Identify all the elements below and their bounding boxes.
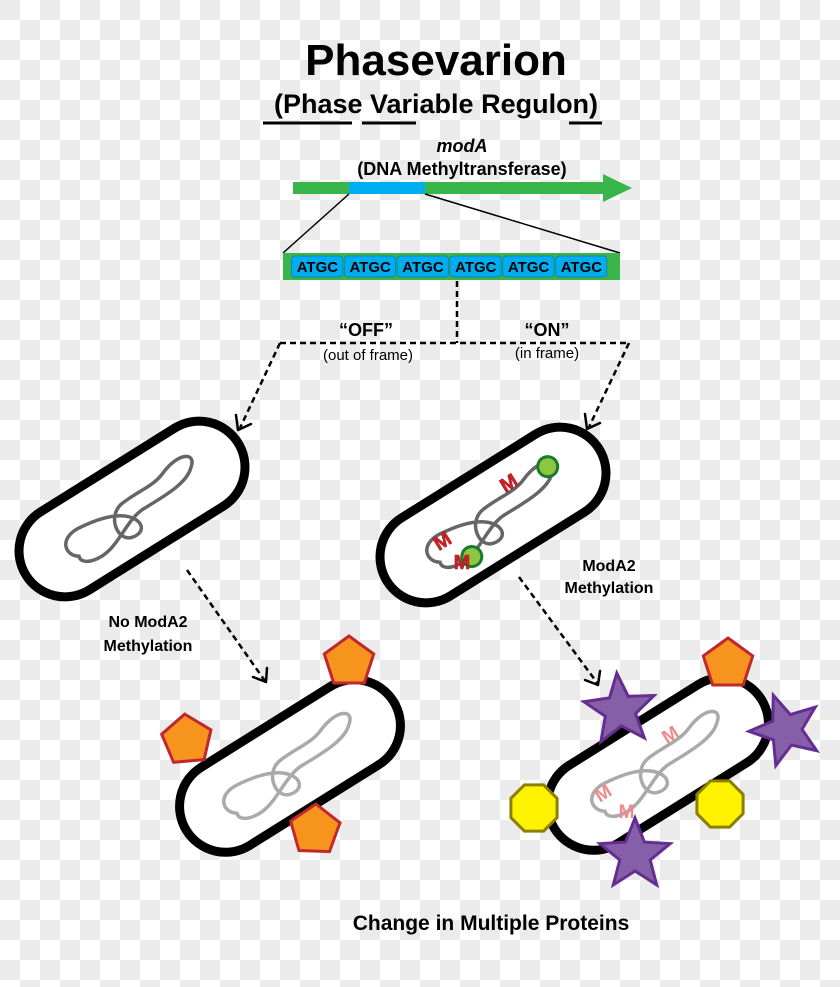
- octagon-protein: [695, 779, 745, 829]
- repeat-unit-label: ATGC: [297, 259, 339, 276]
- star-protein: [744, 691, 821, 770]
- subtitle: (Phase Variable Regulon): [263, 89, 602, 125]
- repeat-unit: ATGC: [449, 255, 502, 278]
- on-transition-arrow: [517, 576, 602, 687]
- zoom-line-right: [424, 193, 621, 254]
- repeat-region: [349, 182, 425, 194]
- on-branch-arrow: [583, 342, 631, 431]
- repeat-unit-label: ATGC: [402, 259, 444, 276]
- repeat-unit-box: [396, 255, 449, 278]
- gene-body: [293, 182, 605, 194]
- repeat-unit: ATGC: [396, 255, 449, 278]
- methyl-mark: M: [454, 552, 471, 574]
- repeat-unit-box: [291, 255, 344, 278]
- methyl-mark: M: [619, 802, 635, 823]
- on-label: “ON”: [525, 320, 570, 340]
- gene-description: (DNA Methyltransferase): [357, 159, 566, 179]
- repeat-unit-box: [555, 255, 608, 278]
- star-protein: [595, 813, 675, 889]
- on-result-cell: M M M: [509, 636, 821, 889]
- repeat-unit-box: [502, 255, 555, 278]
- gene-name: modA: [437, 136, 488, 156]
- off-branch-arrow: [234, 342, 282, 432]
- on-transition-line2: Methylation: [565, 580, 654, 597]
- pentagon-protein: [159, 712, 213, 764]
- repeat-unit: ATGC: [502, 255, 555, 278]
- off-transition-line1: No ModA2: [108, 614, 187, 631]
- off-transition-arrow: [185, 569, 269, 684]
- footer-caption: Change in Multiple Proteins: [353, 912, 630, 935]
- zoom-line-left: [282, 193, 350, 254]
- off-result-cell: [159, 634, 405, 857]
- star-protein: [579, 668, 658, 746]
- moda-enzyme: [460, 545, 484, 569]
- octagon-protein: [509, 783, 559, 833]
- repeat-tract: ATGC ATGC ATGC ATGC ATGC ATGC: [283, 253, 620, 280]
- cell-wall: [14, 416, 250, 602]
- cell-wall: [175, 675, 405, 857]
- repeat-unit-box: [343, 255, 396, 278]
- repeat-unit-label: ATGC: [561, 259, 603, 276]
- on-sublabel: (in frame): [515, 345, 579, 362]
- off-sublabel: (out of frame): [323, 347, 413, 364]
- cell-wall: [543, 673, 773, 855]
- repeat-unit: ATGC: [291, 255, 344, 278]
- off-label: “OFF”: [339, 320, 393, 340]
- page-title: Phasevarion: [305, 36, 567, 85]
- on-transition-line1: ModA2: [582, 558, 635, 575]
- moda-enzyme: [536, 455, 560, 479]
- repeat-unit-label: ATGC: [508, 259, 550, 276]
- pentagon-protein: [701, 636, 755, 687]
- repeat-unit-label: ATGC: [350, 259, 392, 276]
- gene-arrow: [293, 174, 632, 202]
- repeat-unit: ATGC: [555, 255, 608, 278]
- off-transition-line2: Methylation: [104, 638, 193, 655]
- repeat-unit-label: ATGC: [455, 259, 497, 276]
- pentagon-protein: [288, 802, 342, 854]
- subtitle-text: (Phase Variable Regulon): [274, 89, 598, 119]
- pentagon-protein: [322, 634, 376, 685]
- repeat-unit-box: [449, 255, 502, 278]
- gene-arrow-head: [603, 174, 632, 202]
- off-cell: [14, 416, 250, 602]
- repeat-unit: ATGC: [343, 255, 396, 278]
- on-cell: M M M: [375, 422, 611, 608]
